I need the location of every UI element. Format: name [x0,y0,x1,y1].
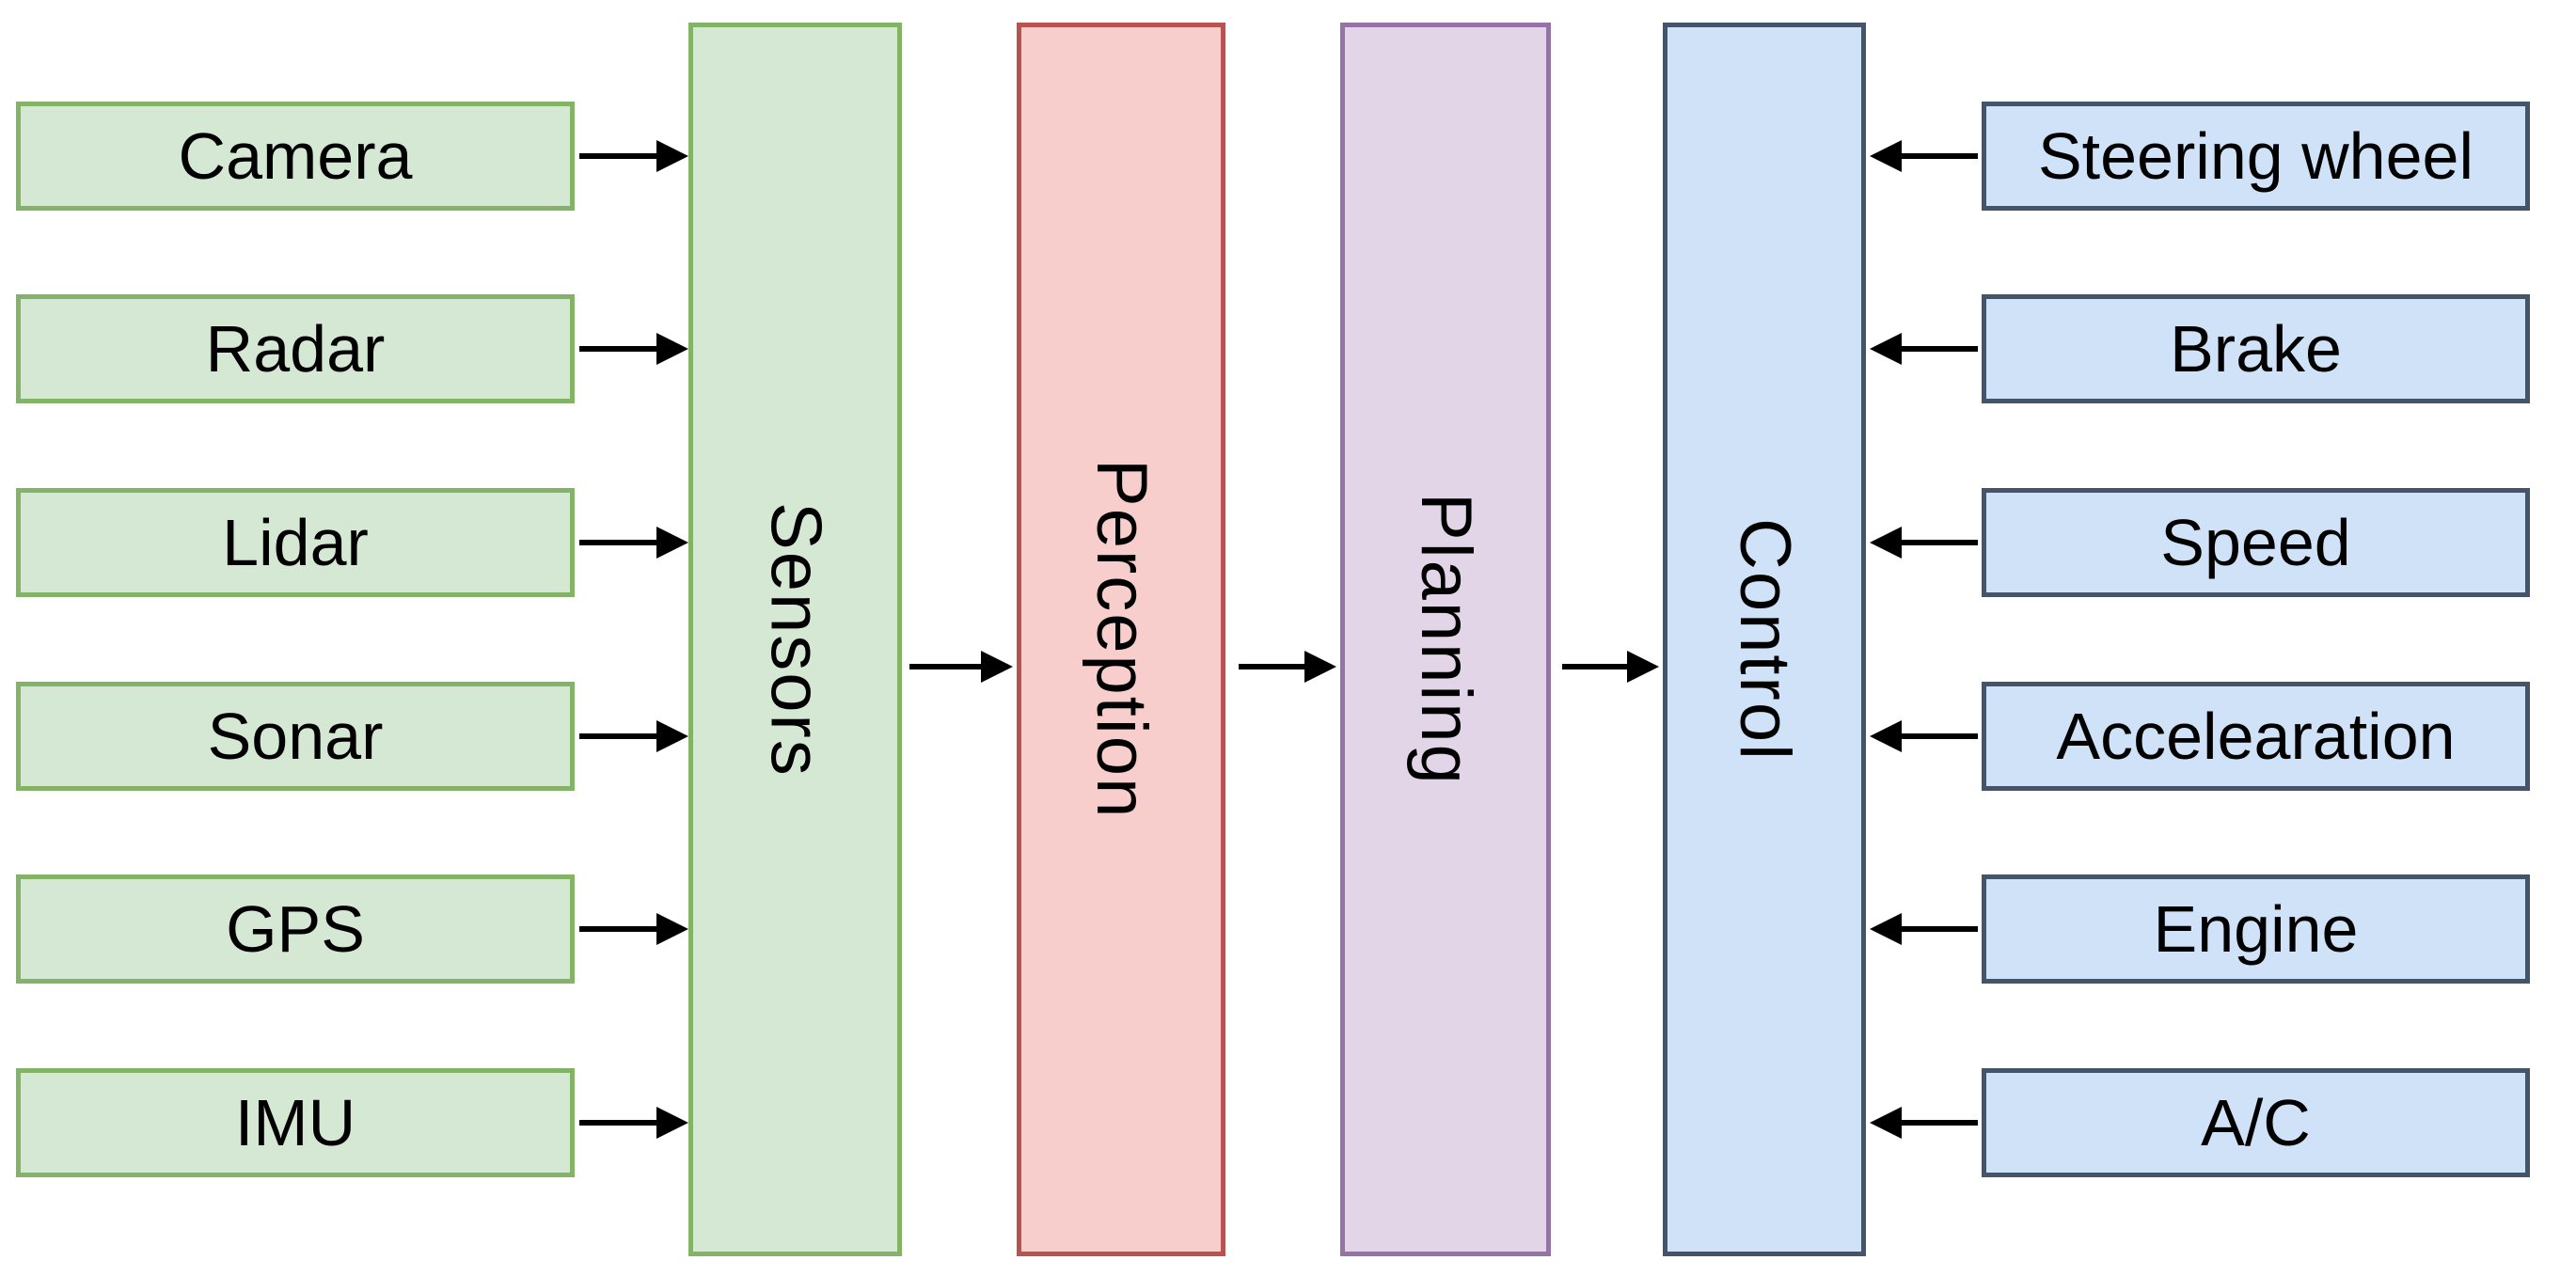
arrow-shaft [1902,346,1978,352]
input-label-sonar: Sonar [207,700,384,773]
arrow-shaft [579,926,656,932]
arrow-head-right-icon [1304,651,1336,683]
control-box-steering-wheel: Steering wheel [1982,102,2530,211]
arrow-shaft [1239,664,1304,670]
arrow-shaft [1902,540,1978,545]
arrow-head-right-icon [656,1107,688,1139]
control-box-engine: Engine [1982,874,2530,984]
input-label-camera: Camera [178,119,413,193]
control-label-acceleration: Accelearation [2056,700,2456,773]
input-box-camera: Camera [16,102,575,211]
stage-label-planning: Planning [1406,493,1486,786]
arrow-shaft [579,540,656,545]
arrow-shaft [579,346,656,352]
arrow-head-right-icon [656,720,688,752]
input-label-radar: Radar [205,312,386,386]
arrow-head-left-icon [1870,140,1902,172]
arrow-head-right-icon [656,913,688,945]
control-box-acceleration: Accelearation [1982,682,2530,791]
control-label-speed: Speed [2160,506,2351,579]
arrow-head-right-icon [1627,651,1659,683]
arrow-shaft [1902,1120,1978,1126]
arrow-head-left-icon [1870,527,1902,559]
arrow-acceleration-to-control [1870,720,1978,752]
arrow-shaft [1902,153,1978,159]
arrow-imu-to-sensors [579,1107,688,1139]
arrow-shaft [1902,926,1978,932]
arrow-radar-to-sensors [579,333,688,365]
stage-box-planning: Planning [1340,23,1551,1256]
arrow-head-right-icon [656,527,688,559]
input-box-sonar: Sonar [16,682,575,791]
input-box-lidar: Lidar [16,488,575,597]
arrow-camera-to-sensors [579,140,688,172]
arrow-perception-to-planning [1239,651,1336,683]
arrow-ac-to-control [1870,1107,1978,1139]
control-label-ac: A/C [2201,1086,2311,1159]
control-label-steering-wheel: Steering wheel [2037,119,2474,193]
arrow-head-left-icon [1870,333,1902,365]
arrow-steering-wheel-to-control [1870,140,1978,172]
arrow-head-right-icon [981,651,1013,683]
arrow-shaft [579,733,656,739]
input-label-lidar: Lidar [222,506,369,579]
arrow-shaft [909,664,981,670]
stage-box-perception: Perception [1017,23,1225,1256]
arrow-shaft [1902,733,1978,739]
arrow-head-left-icon [1870,1107,1902,1139]
arrow-shaft [579,153,656,159]
arrow-head-left-icon [1870,913,1902,945]
arrow-sonar-to-sensors [579,720,688,752]
stage-box-control: Control [1663,23,1866,1256]
arrow-lidar-to-sensors [579,527,688,559]
stage-box-sensors: Sensors [688,23,902,1256]
arrow-brake-to-control [1870,333,1978,365]
arrow-sensors-to-perception [909,651,1013,683]
control-box-brake: Brake [1982,294,2530,403]
arrow-head-left-icon [1870,720,1902,752]
input-box-radar: Radar [16,294,575,403]
arrow-shaft [579,1120,656,1126]
arrow-engine-to-control [1870,913,1978,945]
control-box-ac: A/C [1982,1068,2530,1177]
arrow-speed-to-control [1870,527,1978,559]
control-box-speed: Speed [1982,488,2530,597]
arrow-shaft [1562,664,1627,670]
input-label-imu: IMU [234,1086,356,1159]
stage-label-perception: Perception [1082,459,1162,820]
arrow-head-right-icon [656,140,688,172]
arrow-planning-to-control [1562,651,1659,683]
arrow-gps-to-sensors [579,913,688,945]
control-label-brake: Brake [2170,312,2342,386]
input-label-gps: GPS [226,892,365,966]
input-box-imu: IMU [16,1068,575,1177]
stage-label-control: Control [1725,517,1805,762]
arrow-head-right-icon [656,333,688,365]
input-box-gps: GPS [16,874,575,984]
stage-label-sensors: Sensors [755,501,836,778]
control-label-engine: Engine [2153,892,2359,966]
